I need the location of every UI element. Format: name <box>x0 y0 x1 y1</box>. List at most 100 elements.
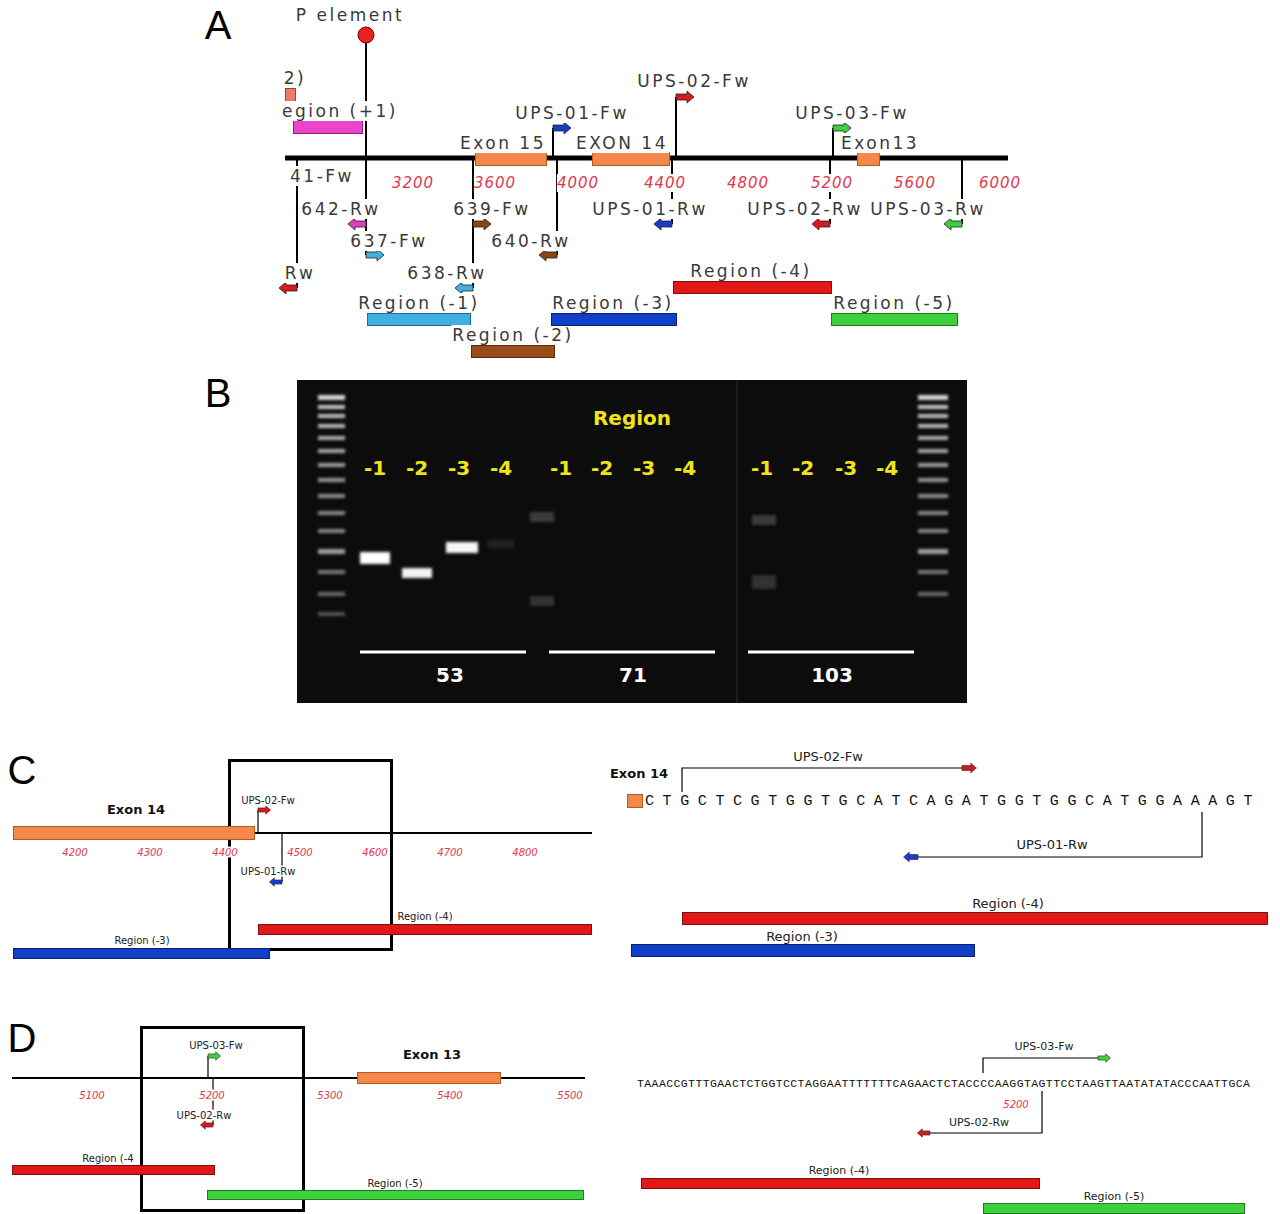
ladder-band <box>318 549 345 554</box>
lane-group-bar <box>360 651 526 654</box>
primer-flag <box>904 852 918 862</box>
region-bar: Region (-3) <box>13 948 270 959</box>
ladder-band <box>918 463 948 467</box>
primer-label: UPS-02-Fw <box>793 749 863 764</box>
panel-letter: B <box>205 371 232 416</box>
primer-label: UPS-01-Fw <box>514 103 630 123</box>
region-label: Region (-2) <box>451 325 574 345</box>
primer-label: UPS-03-Fw <box>794 103 910 123</box>
element-label: P element <box>295 5 405 25</box>
region-label: Region (-5) <box>1084 1190 1145 1203</box>
region-bar: Region (-4) <box>641 1178 1040 1189</box>
exon-label: Exon 15 <box>459 133 547 153</box>
gel-smear <box>488 540 514 548</box>
lane-label: -1 <box>364 456 386 480</box>
primer-flag <box>348 218 366 230</box>
gel-smear <box>530 512 554 522</box>
exon-box: Exon13 <box>857 152 880 166</box>
gel-band <box>402 568 432 578</box>
panel-letter: D <box>8 1016 37 1061</box>
axis-tick: 4800 <box>512 847 537 858</box>
ladder-band <box>318 511 345 515</box>
region-label: Region (-4) <box>972 896 1044 911</box>
pcr-bands <box>360 512 776 606</box>
axis-tick: 4500 <box>287 847 312 858</box>
ladder-band <box>918 424 948 428</box>
axis-tick: 5600 <box>894 174 936 192</box>
sample-number: 71 <box>619 663 647 687</box>
primer-label: UPS-01-Rw <box>591 199 709 219</box>
region-label: egion (+1) <box>281 101 399 121</box>
region-label: Region (-4) <box>809 1164 870 1177</box>
primer-flag <box>962 763 976 773</box>
panel-letter: C <box>8 748 37 793</box>
axis-tick: 4400 <box>644 174 686 192</box>
lane-group-bar <box>549 651 715 654</box>
region-label: Region (-3) <box>114 935 169 946</box>
exon-label: Exon 14 <box>610 766 668 781</box>
primer-label: UPS-02-Rw <box>177 1110 232 1121</box>
ladder-band <box>318 529 345 533</box>
axis-tick: 4300 <box>137 847 162 858</box>
gel-seam <box>736 380 738 703</box>
primer-stalk <box>257 810 258 833</box>
primer-stalk <box>552 128 554 158</box>
ladder-band <box>318 478 345 482</box>
axis-tick: 5200 <box>1003 1099 1028 1110</box>
axis-tick: 4600 <box>362 847 387 858</box>
lane-label: -4 <box>674 456 696 480</box>
axis-tick: 5200 <box>199 1090 224 1101</box>
exon-box: Exon 13 <box>357 1072 501 1084</box>
primer-flag <box>654 218 672 230</box>
axis-tick: 6000 <box>979 174 1021 192</box>
exon-box: Exon 14 <box>627 794 643 808</box>
primer-label: 638-Rw <box>406 263 487 283</box>
gel-band <box>446 542 478 553</box>
ladder-band <box>318 436 345 440</box>
axis-tick: 5300 <box>317 1090 342 1101</box>
region-label: Region (-4) <box>689 261 812 281</box>
region-bar: Region (-4) <box>673 281 832 294</box>
sample-number: 53 <box>436 663 464 687</box>
region-bar: Region (-4) <box>682 912 1268 925</box>
region-bar: Region (-3) <box>551 313 677 326</box>
primer-label: UPS-03-Rw <box>869 199 987 219</box>
exon-label: Exon 14 <box>107 802 165 817</box>
primer-stalk <box>832 128 834 158</box>
region-bar: Region (-5) <box>207 1190 584 1200</box>
gel-smear <box>752 575 776 589</box>
ladder-band <box>918 511 948 515</box>
region-label: Region (-3) <box>766 929 838 944</box>
axis-tick: 3200 <box>392 174 434 192</box>
ladder-band <box>918 405 948 409</box>
gel-smear <box>752 515 776 525</box>
region-bar: Region (-2) <box>471 345 555 358</box>
primer-label: 640-Rw <box>490 231 571 251</box>
lane-label: -3 <box>835 456 857 480</box>
ladder-band <box>318 463 345 467</box>
gel-heading: Region <box>593 406 671 430</box>
region-label: Region (-3) <box>551 293 674 313</box>
ladder-band <box>318 592 345 596</box>
lane-label: -3 <box>633 456 655 480</box>
dna-sequence: CTGCTCGTGGTGCATCAGATGGTGGCATGGAAAGT <box>645 793 1261 810</box>
primer-flag <box>676 91 694 103</box>
primer-flag <box>473 218 491 230</box>
lane-label: -2 <box>792 456 814 480</box>
primer-label: UPS-01-Rw <box>241 866 296 877</box>
axis-tick: 4200 <box>62 847 87 858</box>
ladder-band <box>318 414 345 418</box>
ladder-band <box>318 612 345 616</box>
region-bar: Region (-4) <box>258 924 592 935</box>
lane-group-bar <box>748 651 914 654</box>
primer-flag <box>553 122 571 134</box>
primer-bracket <box>918 812 1202 857</box>
exon-box: Exon 15 <box>475 152 547 166</box>
ladder-band <box>918 529 948 533</box>
exon-label: Exon 13 <box>403 1047 461 1062</box>
region-label: Region (-5) <box>367 1178 422 1189</box>
ladder-band <box>918 414 948 418</box>
ladder-band <box>918 592 948 596</box>
axis-tick: 5100 <box>79 1090 104 1101</box>
